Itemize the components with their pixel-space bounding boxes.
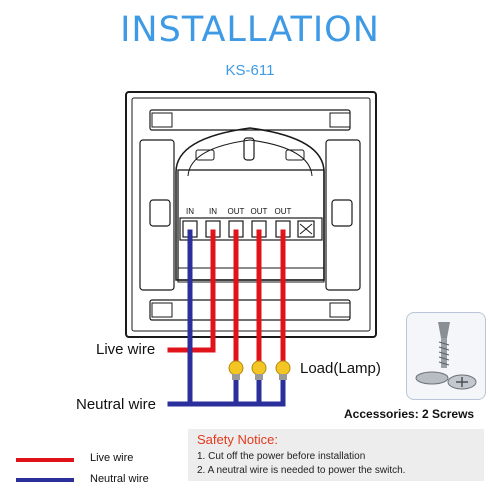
live-wires: [167, 229, 286, 363]
legend-neutral-label: Neutral wire: [90, 473, 149, 485]
page-title: INSTALLATION: [120, 10, 380, 50]
safety-notice-title: Safety Notice:: [197, 432, 278, 447]
terminal-label: OUT: [275, 207, 292, 216]
accessories-label: Accessories: 2 Screws: [344, 407, 475, 421]
terminal-label: IN: [186, 207, 194, 216]
lamp-bulb-icon: [275, 360, 291, 380]
ground-terminal: [299, 223, 313, 235]
lamp-bulb-icon: [251, 360, 267, 380]
neutral-wire-label: Neutral wire: [76, 396, 157, 413]
neutral-wires: [167, 229, 286, 407]
lamp-bulb-icon: [228, 360, 244, 380]
model-number: KS-611: [225, 62, 275, 79]
switch-backplate: [125, 91, 377, 338]
live-wire-label: Live wire: [96, 341, 156, 358]
terminal-label: OUT: [251, 207, 268, 216]
terminal-label: OUT: [228, 207, 245, 216]
legend-live-label: Live wire: [90, 452, 134, 464]
safety-notice: Safety Notice: 1. Cut off the power befo…: [188, 429, 484, 481]
load-lamp-label: Load(Lamp): [300, 360, 381, 377]
terminal-label: IN: [209, 207, 217, 216]
safety-notice-item: 2. A neutral wire is needed to power the…: [197, 465, 406, 476]
safety-notice-item: 1. Cut off the power before installation: [197, 451, 366, 462]
legend-live-swatch: [16, 458, 74, 462]
legend-neutral-swatch: [16, 478, 74, 482]
